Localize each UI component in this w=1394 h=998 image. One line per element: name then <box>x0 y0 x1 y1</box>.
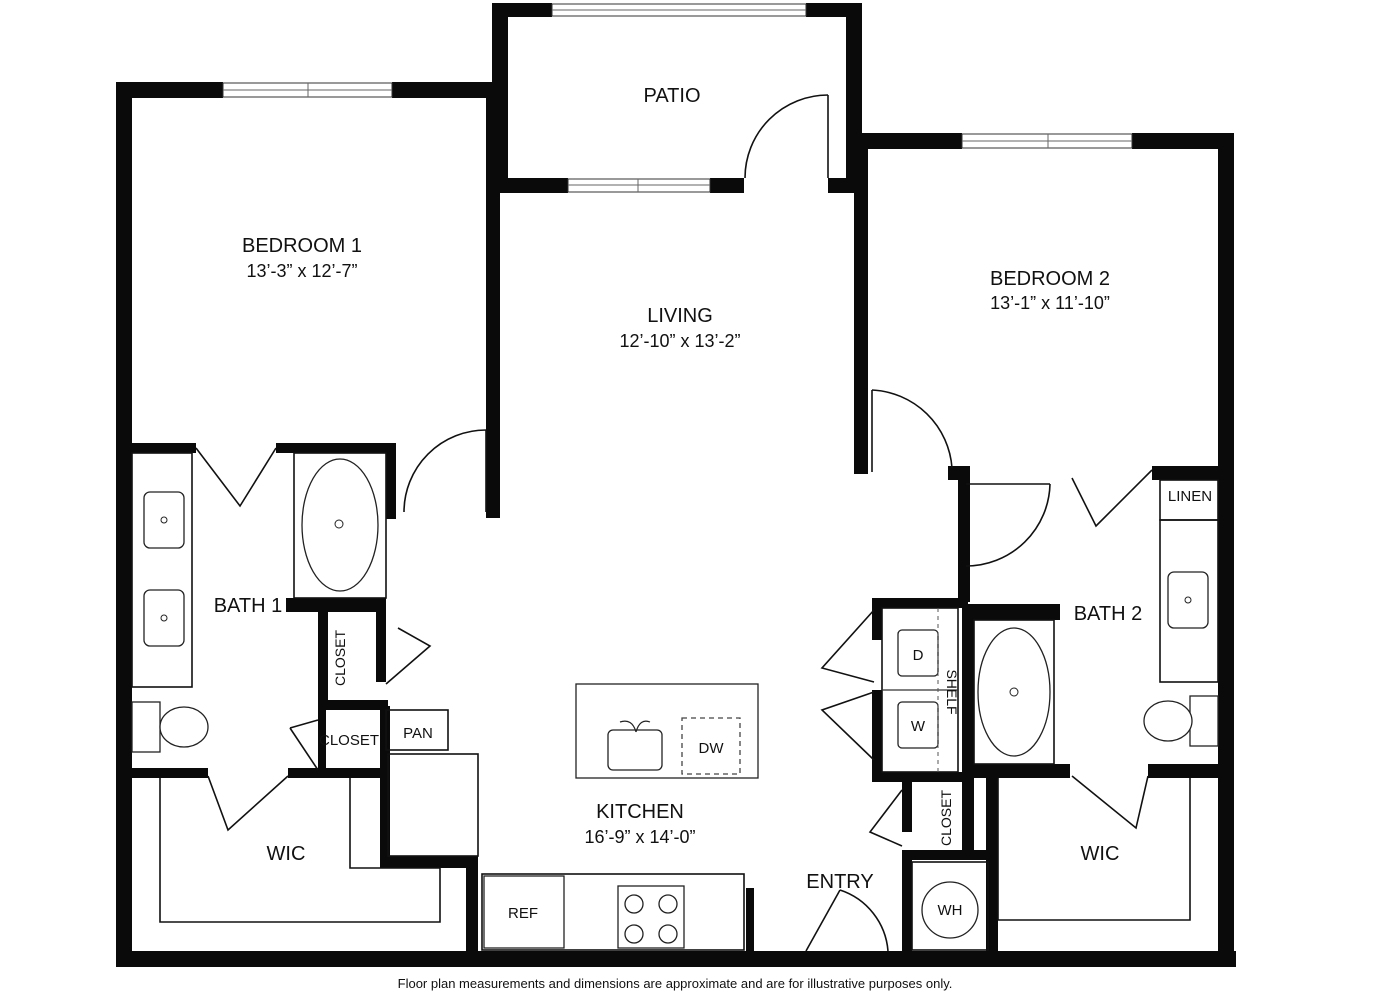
room-label-kitchen: KITCHEN <box>596 801 684 823</box>
washer-label: W <box>911 718 926 735</box>
room-label-wic-right: WIC <box>1081 843 1120 865</box>
labels: PATIO BEDROOM 1 13’-3” x 12’-7” LIVING 1… <box>214 85 1212 991</box>
dishwasher-label: DW <box>699 740 725 757</box>
room-label-bath-2: BATH 2 <box>1074 603 1143 625</box>
room-dim-bedroom-1: 13’-3” x 12’-7” <box>246 261 357 281</box>
room-dim-bedroom-2: 13’-1” x 11’-10” <box>990 293 1110 313</box>
room-label-bath-1: BATH 1 <box>214 595 283 617</box>
room-label-bedroom-1: BEDROOM 1 <box>242 235 362 257</box>
shelf-label: SHELF <box>944 669 960 714</box>
pan-label: PAN <box>403 725 433 742</box>
room-label-entry: ENTRY <box>806 871 873 893</box>
water-heater-label: WH <box>938 902 963 919</box>
room-label-patio: PATIO <box>643 85 700 107</box>
closet-label-a: CLOSET <box>332 630 348 686</box>
doors <box>195 94 1153 952</box>
room-label-living: LIVING <box>647 305 713 327</box>
fixtures <box>131 452 1219 951</box>
dryer-label: D <box>913 647 924 664</box>
room-dim-kitchen: 16’-9” x 14’-0” <box>584 827 695 847</box>
room-dim-living: 12’-10” x 13’-2” <box>619 331 740 351</box>
room-label-wic-left: WIC <box>267 843 306 865</box>
closet-label-b: CLOSET <box>319 732 379 749</box>
linen-label: LINEN <box>1168 488 1212 505</box>
windows <box>222 3 1133 193</box>
disclaimer-footer: Floor plan measurements and dimensions a… <box>398 976 953 991</box>
room-label-bedroom-2: BEDROOM 2 <box>990 268 1110 290</box>
closet-label-c: CLOSET <box>938 790 954 846</box>
walls <box>116 3 1236 967</box>
refrigerator-label: REF <box>508 905 538 922</box>
